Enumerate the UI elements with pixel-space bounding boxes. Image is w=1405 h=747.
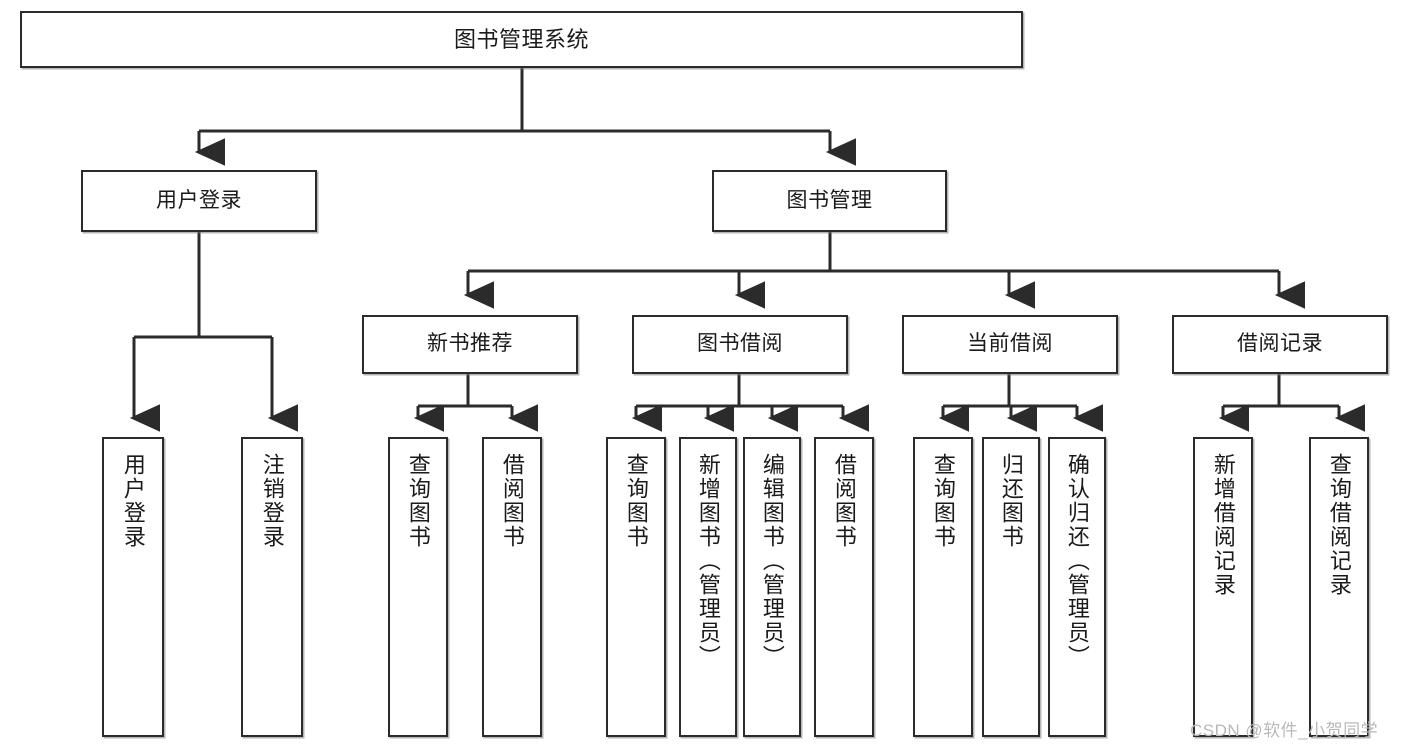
node-new-book-recommend[interactable]: 新书推荐 bbox=[362, 315, 578, 374]
node-label: 图书借阅 bbox=[697, 332, 783, 356]
node-label: 新书推荐 bbox=[427, 332, 513, 356]
leaf-add-borrow-record[interactable]: 新增借阅记录 bbox=[1193, 437, 1253, 737]
node-label: 借阅图书 bbox=[831, 453, 857, 549]
node-label: 新增图书（管理员） bbox=[695, 453, 721, 669]
node-book-borrow[interactable]: 图书借阅 bbox=[632, 315, 848, 374]
leaf-borrow-book[interactable]: 借阅图书 bbox=[814, 437, 874, 737]
leaf-query-book-recommend[interactable]: 查询图书 bbox=[388, 437, 448, 737]
node-borrow-record[interactable]: 借阅记录 bbox=[1172, 315, 1388, 374]
leaf-confirm-return[interactable]: 确认归还（管理员） bbox=[1048, 437, 1106, 737]
leaf-query-book-borrow[interactable]: 查询图书 bbox=[606, 437, 666, 737]
leaf-query-book-current[interactable]: 查询图书 bbox=[913, 437, 973, 737]
node-label: 新增借阅记录 bbox=[1210, 453, 1236, 597]
watermark-text: CSDN @软件_小贺同学 bbox=[1190, 721, 1379, 740]
node-label: 查询图书 bbox=[623, 453, 649, 549]
leaf-add-book[interactable]: 新增图书（管理员） bbox=[679, 437, 737, 737]
node-label: 用户登录 bbox=[120, 453, 146, 549]
node-label: 编辑图书（管理员） bbox=[759, 453, 785, 669]
leaf-return-book[interactable]: 归还图书 bbox=[982, 437, 1040, 737]
node-label: 查询图书 bbox=[405, 453, 431, 549]
node-label: 图书管理 bbox=[786, 188, 873, 212]
leaf-logout-login[interactable]: 注销登录 bbox=[241, 437, 303, 737]
node-label: 归还图书 bbox=[998, 453, 1024, 549]
node-label: 借阅记录 bbox=[1237, 332, 1323, 356]
node-book-management-system[interactable]: 图书管理系统 bbox=[20, 11, 1023, 68]
node-current-borrow[interactable]: 当前借阅 bbox=[902, 315, 1118, 374]
leaf-user-login[interactable]: 用户登录 bbox=[102, 437, 164, 737]
node-label: 图书管理系统 bbox=[453, 26, 589, 52]
node-label: 借阅图书 bbox=[499, 453, 525, 549]
node-label: 当前借阅 bbox=[967, 332, 1053, 356]
node-label: 查询借阅记录 bbox=[1326, 453, 1352, 597]
node-book-management[interactable]: 图书管理 bbox=[712, 170, 947, 232]
node-label: 用户登录 bbox=[156, 188, 242, 212]
leaf-borrow-book-recommend[interactable]: 借阅图书 bbox=[482, 437, 542, 737]
csdn-watermark: CSDN @软件_小贺同学 bbox=[1190, 716, 1378, 741]
leaf-edit-book[interactable]: 编辑图书（管理员） bbox=[743, 437, 801, 737]
leaf-query-borrow-record[interactable]: 查询借阅记录 bbox=[1309, 437, 1369, 737]
node-label: 注销登录 bbox=[259, 453, 285, 549]
node-label: 查询图书 bbox=[930, 453, 956, 549]
node-user-login[interactable]: 用户登录 bbox=[81, 170, 317, 232]
node-label: 确认归还（管理员） bbox=[1064, 453, 1090, 669]
